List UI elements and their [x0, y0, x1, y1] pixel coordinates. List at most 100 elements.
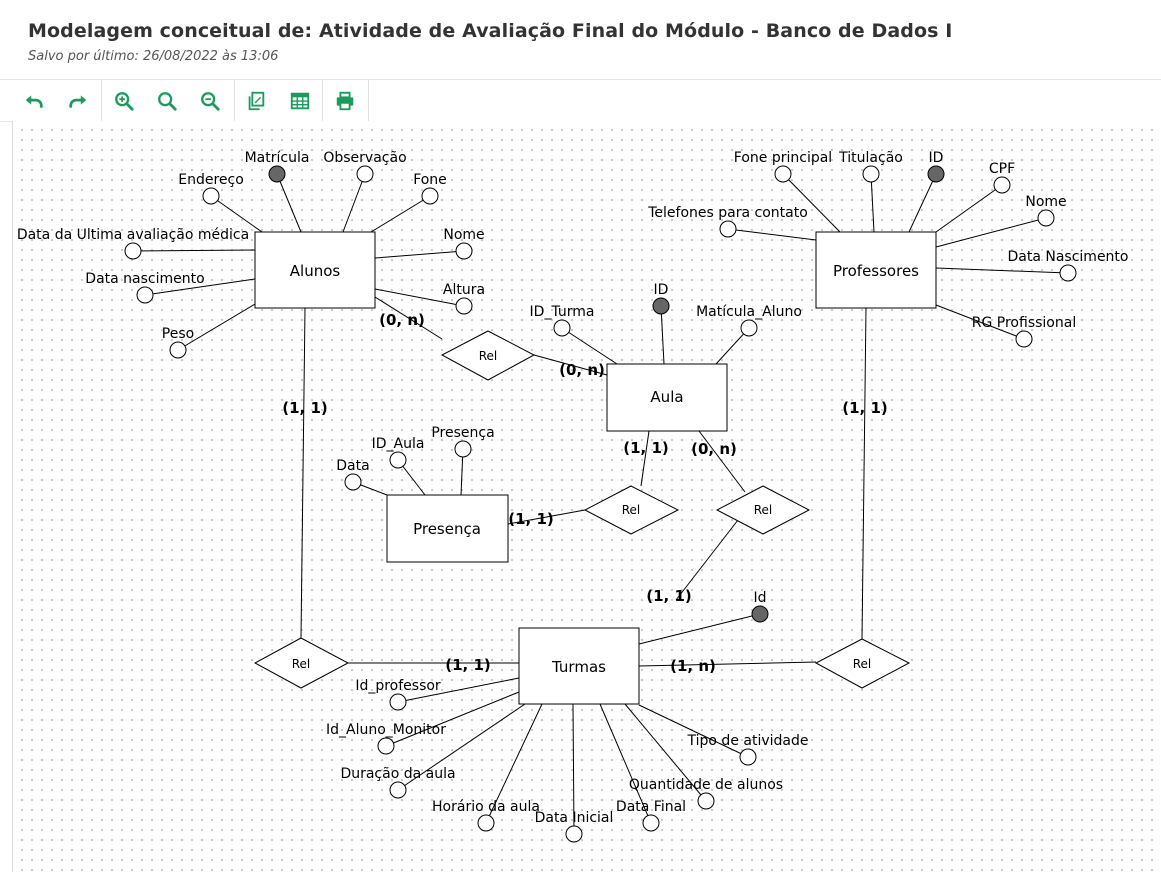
attribute-marker[interactable] — [993, 176, 1011, 194]
cardinality-label: (1, 1) — [445, 656, 491, 674]
redo-icon — [69, 95, 87, 108]
attribute-marker[interactable] — [1015, 330, 1033, 348]
attr-label: ID — [654, 282, 669, 298]
attribute-marker[interactable] — [389, 451, 407, 469]
key-attribute-marker[interactable] — [652, 297, 670, 315]
attribute-marker[interactable] — [344, 473, 362, 491]
attribute-marker[interactable] — [202, 187, 220, 205]
attribute-marker[interactable] — [862, 165, 880, 183]
cardinality-label: (1, 1) — [508, 510, 554, 528]
attr-label: Data da Ultima avaliação médica — [17, 227, 249, 243]
cardinality-label: (1, 1) — [842, 399, 888, 417]
attribute-marker[interactable] — [356, 165, 374, 183]
attribute-marker[interactable] — [124, 242, 142, 260]
attribute-marker[interactable] — [455, 297, 473, 315]
attr-label: Data Nascimento — [1008, 249, 1129, 265]
attribute-marker[interactable] — [136, 286, 154, 304]
redo-button[interactable] — [58, 80, 98, 121]
undo-button[interactable] — [14, 80, 54, 121]
relationship-alunos-aula[interactable]: Rel — [440, 330, 536, 381]
cardinality-label: (1, n) — [670, 657, 716, 675]
relationship-alunos-turmas[interactable]: Rel — [253, 637, 350, 689]
attr-label: Nome — [443, 227, 484, 243]
zoom-reset-button[interactable] — [147, 80, 187, 121]
attr-label: Data Final — [616, 799, 686, 815]
attribute-marker[interactable] — [389, 781, 407, 799]
attribute-marker[interactable] — [389, 693, 407, 711]
attribute-marker[interactable] — [565, 825, 583, 843]
attr-label: Matícula_Aluno — [696, 304, 802, 320]
attribute-marker[interactable] — [169, 341, 187, 359]
attr-label: CPF — [989, 161, 1015, 177]
attr-label: Data Inicial — [535, 810, 614, 826]
relationship-aula-turmas[interactable]: Rel — [715, 485, 811, 535]
relationship-professores-turmas[interactable]: Rel — [814, 638, 911, 689]
copy-icon — [248, 91, 265, 110]
table-button[interactable] — [280, 80, 320, 121]
attribute-marker[interactable] — [739, 748, 757, 766]
cardinality-label: (1, 1) — [646, 587, 692, 605]
entity-aula[interactable]: Aula — [606, 363, 728, 432]
attr-label: Endereço — [178, 172, 244, 188]
attr-label: Data nascimento — [85, 271, 204, 287]
entity-presenca[interactable]: Presença — [386, 494, 509, 563]
entity-professores[interactable]: Professores — [815, 231, 937, 309]
svg-text:Rel: Rel — [479, 349, 498, 363]
page-header: Modelagem conceitual de: Atividade de Av… — [0, 0, 1161, 80]
attribute-marker[interactable] — [1059, 264, 1077, 282]
attr-label: Fone — [413, 172, 447, 188]
attr-label: Id — [753, 590, 766, 606]
attr-label: ID — [929, 150, 944, 166]
key-attribute-marker[interactable] — [268, 165, 286, 183]
export-group — [234, 80, 323, 121]
svg-text:Rel: Rel — [754, 503, 773, 517]
attribute-marker[interactable] — [421, 187, 439, 205]
relationship-aula-presenca[interactable]: Rel — [583, 485, 680, 535]
attribute-marker[interactable] — [1037, 209, 1055, 227]
attribute-marker[interactable] — [477, 814, 495, 832]
attribute-marker[interactable] — [740, 319, 758, 337]
attribute-marker[interactable] — [455, 242, 473, 260]
zoom-out-button[interactable] — [190, 80, 230, 121]
last-saved-text: Salvo por último: 26/08/2022 às 13:06 — [28, 49, 279, 64]
key-attribute-marker[interactable] — [927, 165, 945, 183]
cardinality-label: (0, n) — [379, 311, 425, 329]
copy-button[interactable] — [236, 80, 276, 121]
attribute-marker[interactable] — [454, 440, 472, 458]
attribute-marker[interactable] — [774, 165, 792, 183]
attr-label: Id_professor — [355, 678, 441, 694]
entity-alunos[interactable]: Alunos — [254, 231, 376, 309]
zoom-in-button[interactable] — [104, 80, 144, 121]
svg-text:Turmas: Turmas — [551, 658, 606, 676]
attribute-marker[interactable] — [642, 814, 660, 832]
attr-label: Fone principal — [734, 150, 832, 166]
attr-label: Duração da aula — [340, 766, 455, 782]
key-attribute-marker[interactable] — [751, 605, 769, 623]
table-icon — [290, 92, 310, 109]
attr-label: Presença — [431, 425, 494, 441]
attr-label: Telefones para contato — [647, 205, 808, 221]
zoom-in-icon — [115, 91, 134, 111]
svg-text:Alunos: Alunos — [290, 262, 341, 280]
attribute-marker[interactable] — [553, 319, 571, 337]
attr-label: ID_Turma — [530, 304, 595, 320]
diagram-canvas[interactable] — [12, 121, 1161, 872]
print-button[interactable] — [325, 80, 365, 121]
attr-label: Matrícula — [245, 150, 310, 166]
cardinality-label: (0, n) — [559, 361, 605, 379]
svg-text:Professores: Professores — [833, 262, 919, 280]
attr-label: Titulação — [838, 150, 903, 166]
print-group — [322, 80, 369, 121]
svg-text:Presença: Presença — [413, 520, 481, 538]
attribute-markers — [124, 165, 1077, 843]
attr-label: ID_Aula — [372, 436, 425, 452]
cardinality-label: (1, 1) — [623, 439, 669, 457]
attr-label: Peso — [162, 326, 194, 342]
attribute-marker[interactable] — [377, 737, 395, 755]
attribute-marker[interactable] — [697, 792, 715, 810]
attribute-marker[interactable] — [719, 220, 737, 238]
attr-label: Altura — [443, 282, 485, 298]
entity-turmas[interactable]: Turmas — [518, 627, 640, 705]
attr-label: RG Profissional — [972, 315, 1076, 331]
